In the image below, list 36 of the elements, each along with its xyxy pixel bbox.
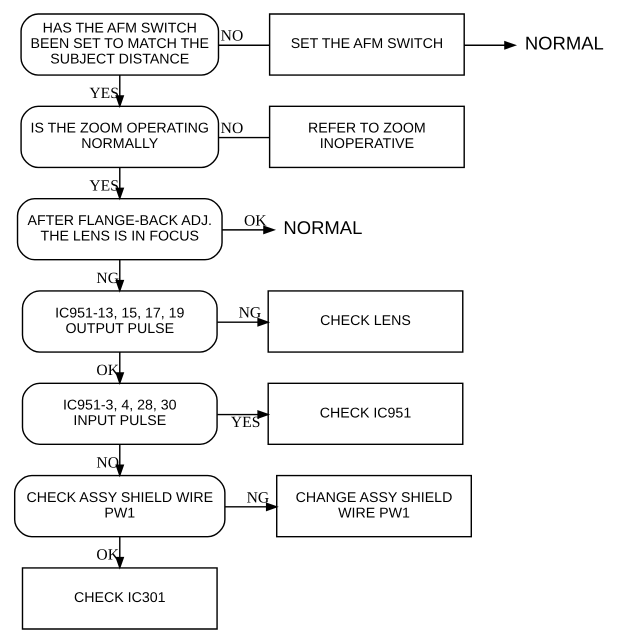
arrow [115,444,124,478]
edge-label: NO [220,120,244,138]
edge-label: YES [89,177,119,194]
node-box: CHECK LENS [267,290,464,353]
node-box: SET THE AFM SWITCH [268,13,465,76]
node-box: AFTER FLANGE-BACK ADJ. THE LENS IS IN FOCUS [16,198,223,260]
edge-label: OK [244,212,267,230]
edge-label: NG [238,304,262,322]
edge-label: NG [246,489,270,506]
connector [218,136,270,138]
node-box: CHANGE ASSY SHIELD WIRE PW1 [276,474,472,538]
arrow [115,168,124,200]
arrow [218,318,270,327]
node-box: REFER TO ZOOM INOPERATIVE [268,106,465,168]
node-box: CHECK IC301 [22,567,218,630]
edge-label: YES [230,414,260,432]
node-box: CHECK ASSY SHIELD WIRE PW1 [14,474,226,538]
node-box: IC951-13, 15, 17, 19 OUTPUT PULSE [22,290,218,353]
arrow [222,225,276,234]
arrow [225,502,279,512]
node-box: IS THE ZOOM OPERATING NORMALLY [20,106,220,168]
arrow [115,75,124,108]
node-box: CHECK IC951 [267,382,464,446]
node-text: NORMAL [524,32,604,54]
connector [218,44,270,46]
node-box: IC951-3, 4, 28, 30 INPUT PULSE [22,382,218,446]
arrow [115,260,124,293]
node-box: HAS THE AFM SWITCH BEEN SET TO MATCH THE SUBJECT DISTANCE [20,13,220,76]
edge-label: NO [220,28,244,45]
arrow [218,410,270,419]
arrow [464,40,518,50]
arrow [115,536,124,570]
edge-label: YES [89,85,119,102]
node-text: NORMAL [283,217,362,238]
edge-label: NO [96,454,119,472]
arrow [115,352,124,386]
